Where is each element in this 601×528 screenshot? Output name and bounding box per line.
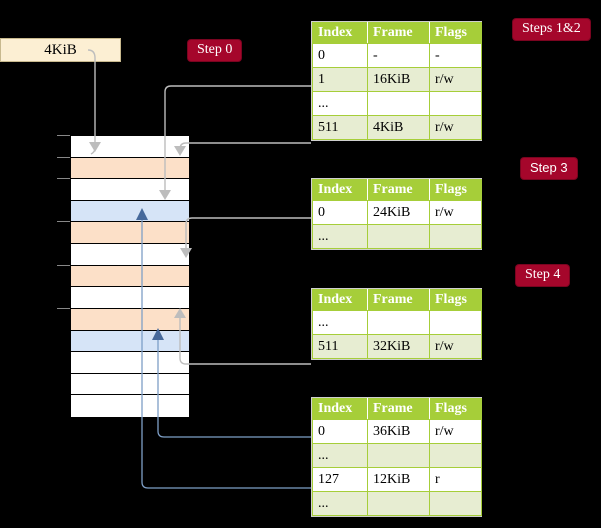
table-cell bbox=[367, 443, 430, 468]
table-cell: 24KiB bbox=[367, 200, 430, 225]
table-cell: r/w bbox=[429, 419, 482, 444]
column-header-frame: Frame bbox=[367, 179, 430, 201]
table-row[interactable]: ... bbox=[312, 310, 482, 335]
memory-frame-tick bbox=[57, 156, 70, 158]
table-cell bbox=[367, 91, 430, 116]
column-header-frame: Frame bbox=[367, 289, 430, 311]
table-cell bbox=[429, 224, 482, 249]
memory-frame-row bbox=[71, 308, 189, 331]
column-header-flags: Flags bbox=[429, 179, 482, 201]
table-cell bbox=[429, 443, 482, 468]
memory-frame-tick bbox=[57, 221, 70, 223]
memory-frame-row bbox=[71, 287, 189, 309]
memory-frame-row bbox=[71, 395, 189, 417]
table-cell: 0 bbox=[312, 43, 368, 68]
column-header-index: Index bbox=[312, 179, 368, 201]
memory-frame-tick bbox=[57, 307, 70, 309]
table-row[interactable]: ... bbox=[312, 443, 482, 468]
memory-frame-row bbox=[71, 330, 189, 353]
wire-l3row0-to-frame bbox=[185, 217, 311, 254]
table-cell bbox=[367, 491, 430, 516]
column-header-flags: Flags bbox=[429, 398, 482, 420]
memory-frame-row bbox=[71, 157, 189, 180]
step-badge-step-3: Step 3 bbox=[521, 158, 577, 179]
memory-frame-row bbox=[71, 352, 189, 374]
table-row[interactable]: ... bbox=[312, 224, 482, 249]
memory-frame-tick bbox=[57, 178, 70, 180]
table-cell bbox=[367, 224, 430, 249]
table-cell: - bbox=[367, 43, 430, 68]
memory-frame-row bbox=[71, 179, 189, 201]
column-header-index: Index bbox=[312, 398, 368, 420]
column-header-index: Index bbox=[312, 289, 368, 311]
table-cell: 511 bbox=[312, 115, 368, 140]
table-cell: r/w bbox=[429, 115, 482, 140]
memory-frame-row bbox=[71, 244, 189, 266]
frame-size-label: 4KiB bbox=[44, 41, 77, 58]
table-cell: 4KiB bbox=[367, 115, 430, 140]
column-header-frame: Frame bbox=[367, 22, 430, 44]
table-cell bbox=[429, 91, 482, 116]
table-cell: 0 bbox=[312, 200, 368, 225]
memory-frame-row bbox=[71, 222, 189, 245]
table-cell: 511 bbox=[312, 334, 368, 359]
table-cell: ... bbox=[312, 91, 368, 116]
table-cell: ... bbox=[312, 310, 368, 335]
memory-frame-tick bbox=[57, 135, 70, 136]
table-row[interactable]: ... bbox=[312, 91, 482, 116]
memory-frame-tick bbox=[57, 264, 70, 266]
column-header-flags: Flags bbox=[429, 289, 482, 311]
table-cell: r/w bbox=[429, 334, 482, 359]
table-cell: 12KiB bbox=[367, 467, 430, 492]
memory-frame-row bbox=[71, 373, 189, 396]
table-cell bbox=[367, 310, 430, 335]
table-cell: r/w bbox=[429, 67, 482, 92]
table-cell: ... bbox=[312, 443, 368, 468]
column-header-flags: Flags bbox=[429, 22, 482, 44]
table-cell: ... bbox=[312, 224, 368, 249]
table-cell: r bbox=[429, 467, 482, 492]
table-cell: 0 bbox=[312, 419, 368, 444]
table-row[interactable]: 0-- bbox=[312, 43, 482, 68]
step-badge-step-4: Step 4 bbox=[516, 265, 570, 286]
table-cell: 1 bbox=[312, 67, 368, 92]
memory-frame-row bbox=[71, 265, 189, 288]
wire-l4row511-to-frame bbox=[179, 142, 311, 152]
table-cell: 16KiB bbox=[367, 67, 430, 92]
table-cell: r/w bbox=[429, 200, 482, 225]
frame-size-box: 4KiB bbox=[0, 38, 121, 62]
table-cell: ... bbox=[312, 491, 368, 516]
table-cell bbox=[429, 310, 482, 335]
step-badge-step-0: Step 0 bbox=[188, 40, 242, 61]
physical-memory-column bbox=[70, 135, 190, 417]
memory-frame-row bbox=[71, 200, 189, 223]
column-header-frame: Frame bbox=[367, 398, 430, 420]
column-header-index: Index bbox=[312, 22, 368, 44]
table-cell: 32KiB bbox=[367, 334, 430, 359]
table-cell: - bbox=[429, 43, 482, 68]
memory-frame-row bbox=[71, 136, 189, 158]
table-cell: 36KiB bbox=[367, 419, 430, 444]
wire-l2row511-to-frame bbox=[179, 312, 311, 365]
step-badge-steps-1-2: Steps 1&2 bbox=[513, 19, 590, 40]
table-cell bbox=[429, 491, 482, 516]
table-cell: 127 bbox=[312, 467, 368, 492]
table-row[interactable]: ... bbox=[312, 491, 482, 516]
